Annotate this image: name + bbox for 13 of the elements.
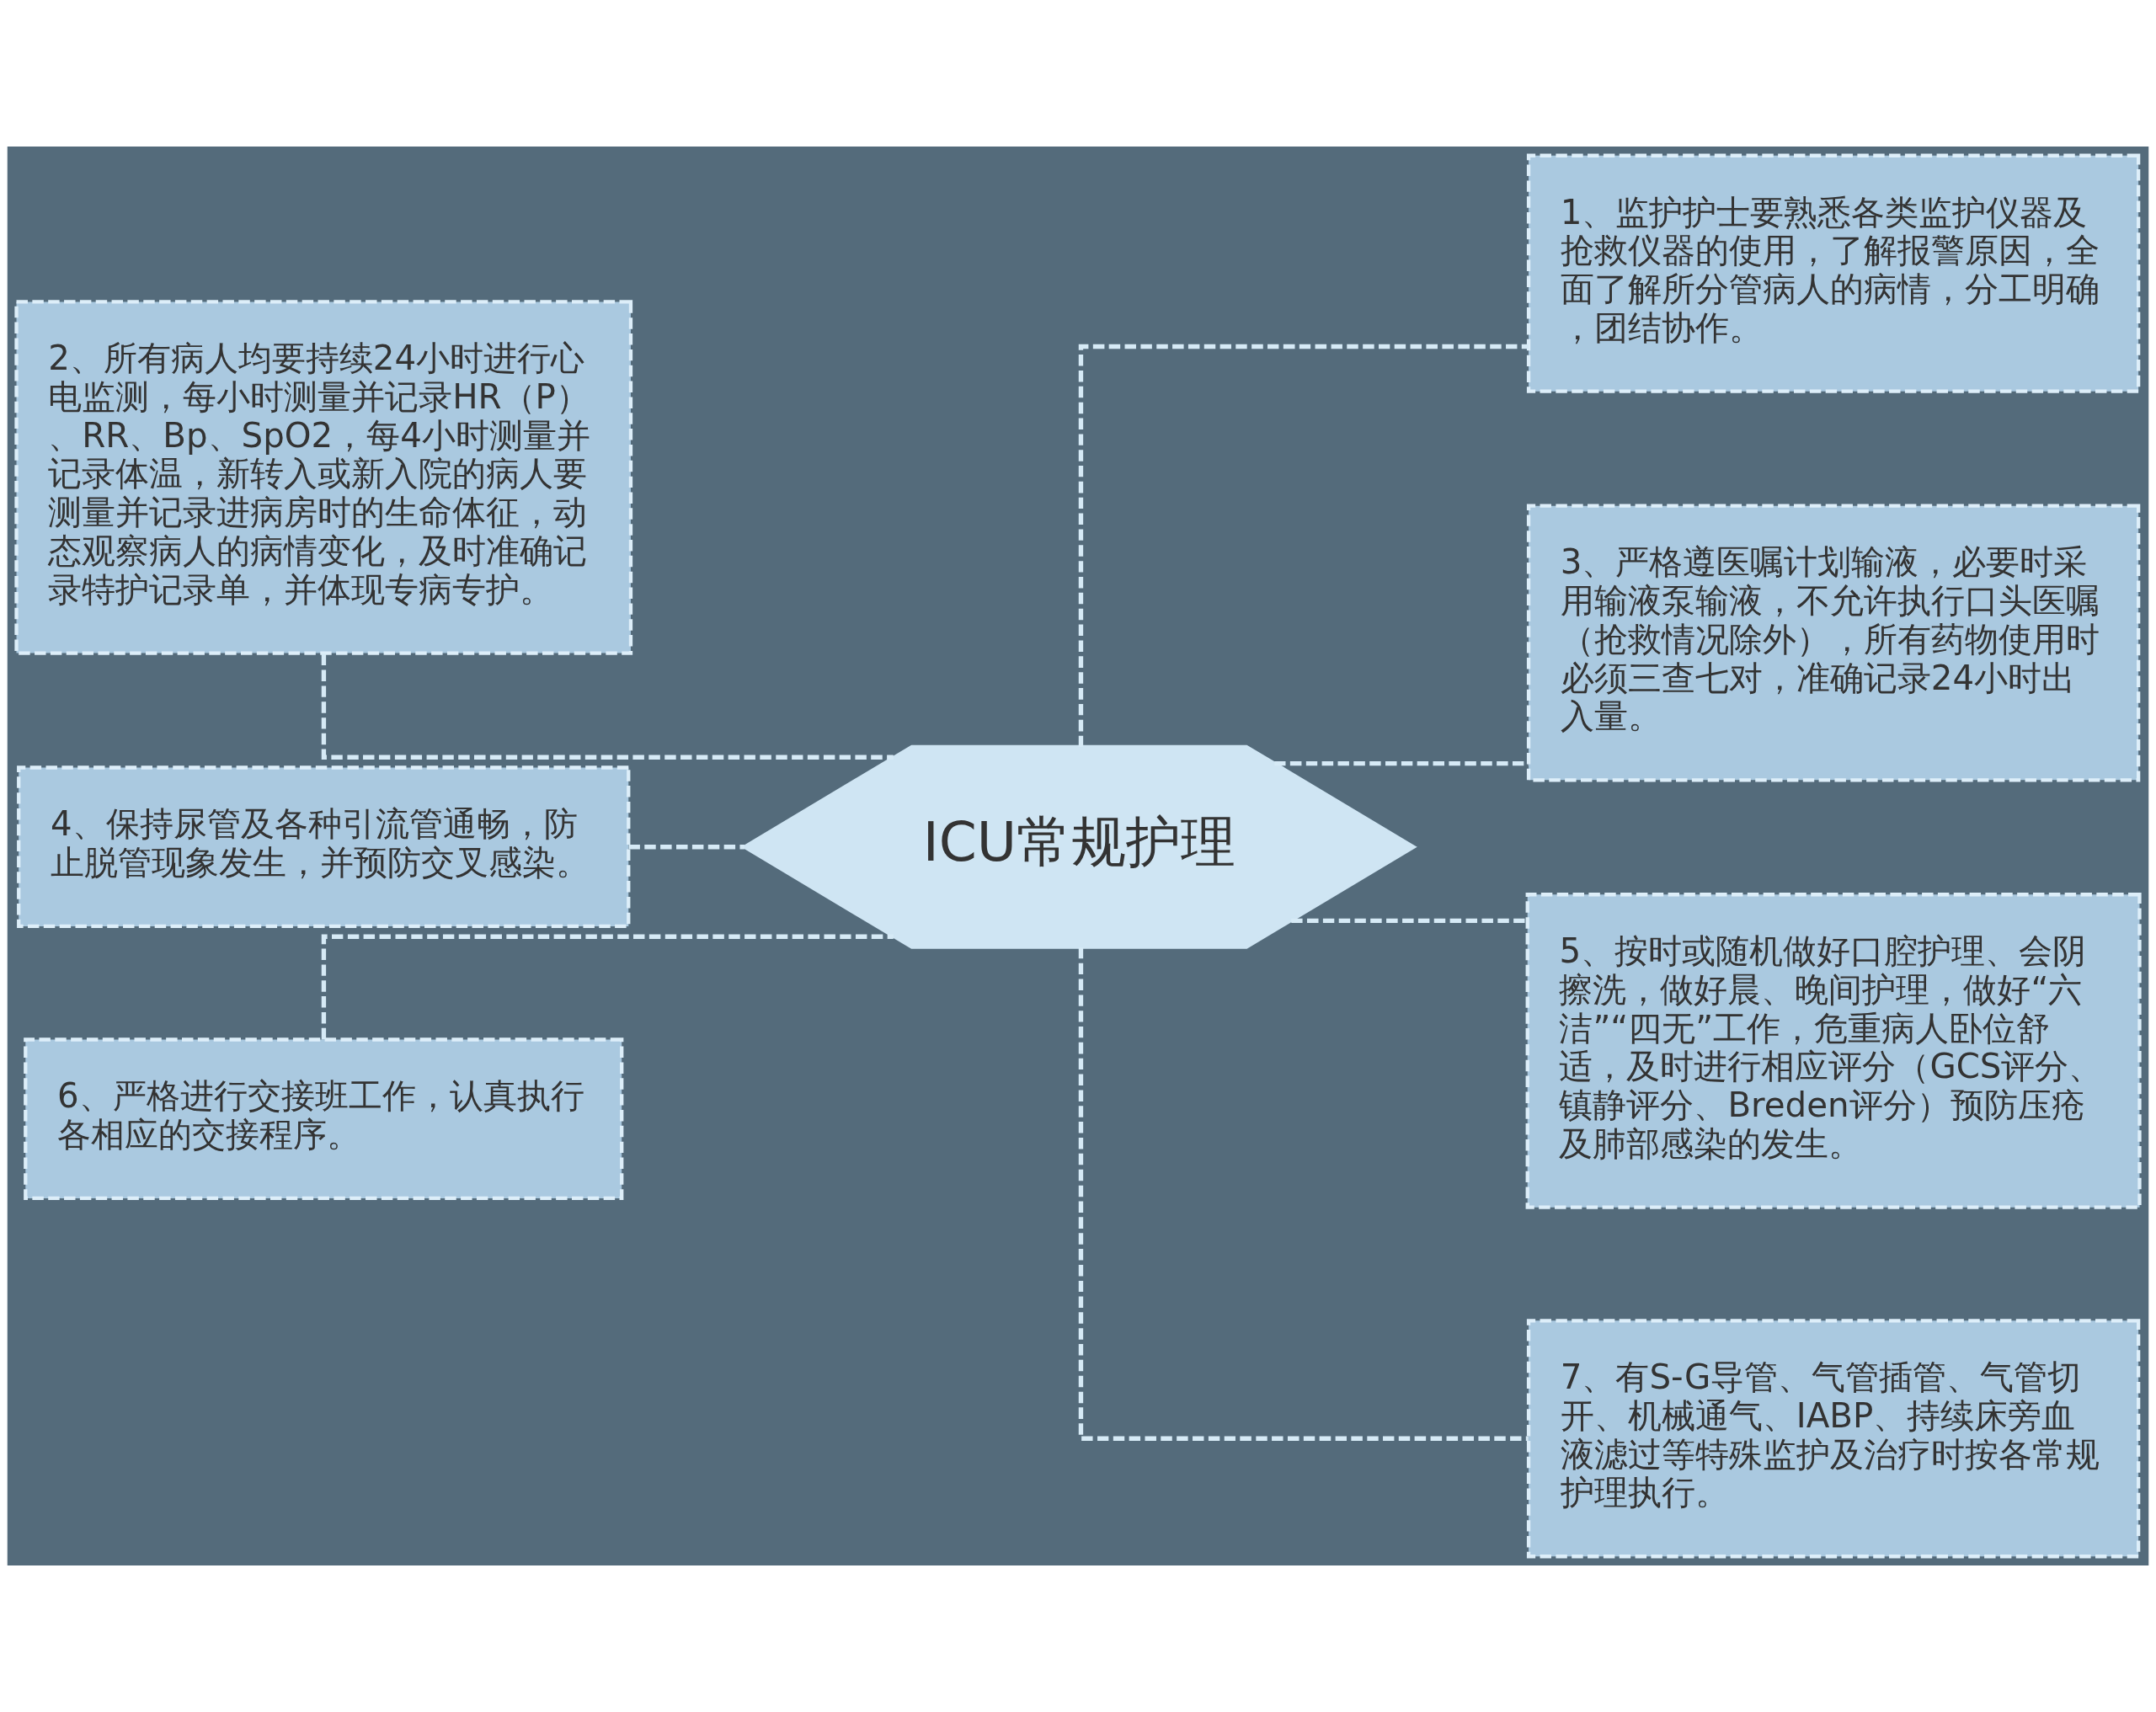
node-box: 4、保持尿管及各种引流管通畅，防止脱管现象发生，并预防交叉感染。 xyxy=(17,765,631,929)
connector xyxy=(1291,918,1528,924)
node-box: 6、严格进行交接班工作，认真执行各相应的交接程序。 xyxy=(24,1037,624,1201)
node-box: 7、有S-G导管、气管插管、气管切开、机械通气、IABP、持续床旁血液滤过等特殊监护及治疗时按各常规护理执行。 xyxy=(1526,1319,2141,1559)
node-box: 3、严格遵医嘱计划输液，必要时采用输液泵输液，不允许执行口头医嘱（抢救情况除外），所有药物使用时必须三查七对，准确记录24小时出入量。 xyxy=(1526,504,2141,782)
node-box: 5、按时或随机做好口腔护理、会阴擦洗，做好晨、晚间护理，做好“六洁”“四无”工作，危重病人卧位舒适，及时进行相应评分（GCS评分、镇静评分、Breden评分）预防压疮及肺部感染的发生。 xyxy=(1525,893,2142,1209)
connector xyxy=(1078,947,1529,1441)
node-box: 1、监护护士要熟悉各类监护仪器及抢救仪器的使用，了解报警原因，全面了解所分管病人的病情，分工明确，团结协作。 xyxy=(1526,153,2141,393)
connector xyxy=(1078,344,1529,747)
connector xyxy=(321,653,894,760)
node-box: 2、所有病人均要持续24小时进行心电监测，每小时测量并记录HR（P）、RR、Bp、SpO2，每4小时测量并记录体温，新转入或新入院的病人要测量并记录进病房时的生命体征，动态观察病人的病情变化，及时准确记录特护记录单，并体现专病专护。 xyxy=(14,300,633,655)
connector xyxy=(321,934,894,1040)
connector xyxy=(628,845,744,850)
